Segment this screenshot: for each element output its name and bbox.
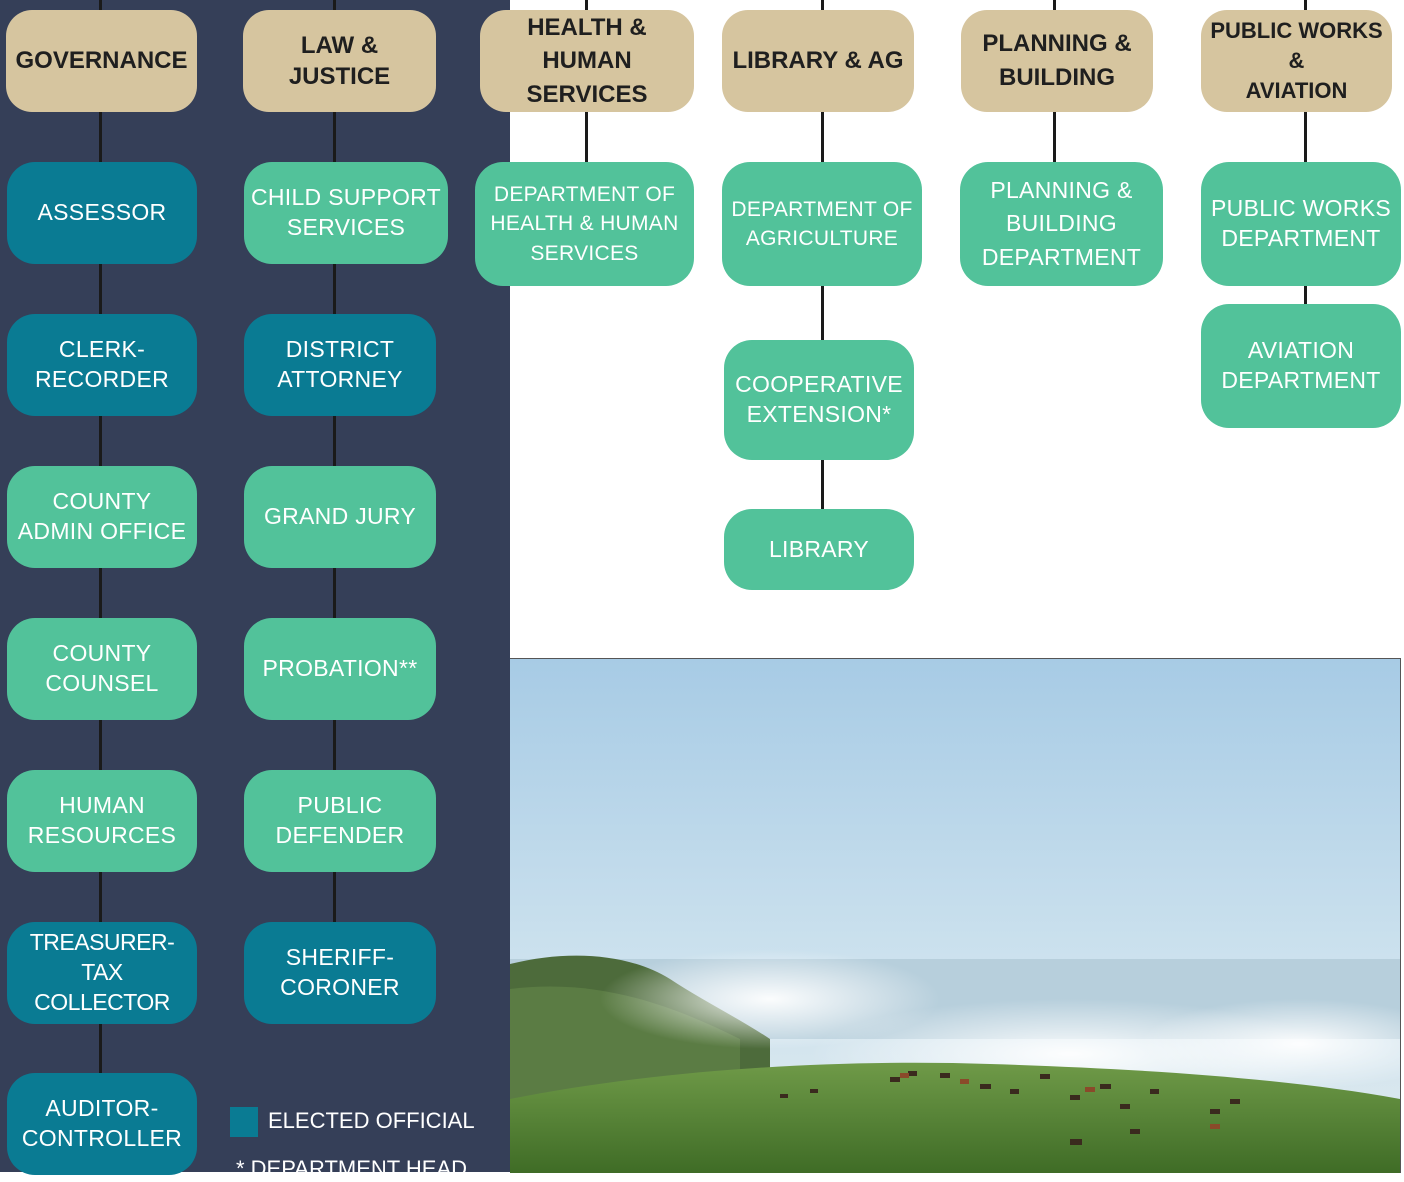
dept-library: LIBRARY bbox=[724, 509, 914, 590]
dept-label: PUBLIC WORKS DEPARTMENT bbox=[1211, 195, 1391, 251]
dept-planning-building: PLANNING & BUILDING DEPARTMENT bbox=[960, 162, 1163, 286]
header-governance-label: GOVERNANCE bbox=[15, 47, 188, 75]
dept-label: PROBATION** bbox=[262, 655, 418, 682]
dept-label: PUBLIC DEFENDER bbox=[275, 792, 405, 848]
dept-assessor: ASSESSOR bbox=[7, 162, 197, 264]
dept-county-admin-office: COUNTY ADMIN OFFICE bbox=[7, 466, 197, 568]
dept-sheriff-coroner: SHERIFF- CORONER bbox=[244, 922, 436, 1024]
legend-dept-head-label: * DEPARTMENT HEAD bbox=[236, 1156, 468, 1181]
header-governance: GOVERNANCE bbox=[6, 10, 197, 112]
dept-district-attorney: DISTRICT ATTORNEY bbox=[244, 314, 436, 416]
dept-health-human-services: DEPARTMENT OF HEALTH & HUMAN SERVICES bbox=[475, 162, 694, 286]
dept-agriculture: DEPARTMENT OF AGRICULTURE bbox=[722, 162, 922, 286]
dept-label: SHERIFF- CORONER bbox=[280, 944, 400, 1000]
landscape-photo bbox=[510, 658, 1401, 1173]
dept-cooperative-extension: COOPERATIVE EXTENSION* bbox=[724, 340, 914, 460]
landscape-photo-illustration bbox=[510, 659, 1400, 1173]
dept-label: AUDITOR- CONTROLLER bbox=[21, 1095, 183, 1151]
dept-public-defender: PUBLIC DEFENDER bbox=[244, 770, 436, 872]
dept-label: LIBRARY bbox=[768, 535, 870, 562]
dept-label: AVIATION DEPARTMENT bbox=[1221, 337, 1381, 393]
header-law-justice: LAW & JUSTICE bbox=[243, 10, 436, 112]
dept-probation: PROBATION** bbox=[244, 618, 436, 720]
dept-label: HUMAN RESOURCES bbox=[27, 792, 177, 848]
dept-label: CHILD SUPPORT SERVICES bbox=[250, 184, 442, 240]
header-planning: PLANNING & BUILDING bbox=[961, 10, 1153, 112]
dept-clerk-recorder: CLERK- RECORDER bbox=[7, 314, 197, 416]
dept-label: COUNTY COUNSEL bbox=[45, 640, 159, 696]
header-health: HEALTH & HUMAN SERVICES bbox=[480, 10, 694, 112]
header-health-label: HEALTH & HUMAN SERVICES bbox=[526, 13, 648, 108]
dept-label: GRAND JURY bbox=[263, 503, 417, 530]
header-public-works-label: PUBLIC WORKS & AVIATION bbox=[1210, 18, 1383, 103]
public-works-connector bbox=[1304, 0, 1307, 320]
dept-human-resources: HUMAN RESOURCES bbox=[7, 770, 197, 872]
header-law-justice-label: LAW & JUSTICE bbox=[288, 31, 391, 90]
dept-treasurer-tax-collector: TREASURER- TAX COLLECTOR bbox=[7, 922, 197, 1024]
dept-county-counsel: COUNTY COUNSEL bbox=[7, 618, 197, 720]
dept-label: CLERK- RECORDER bbox=[34, 336, 170, 392]
legend-elected-swatch bbox=[230, 1107, 258, 1137]
dept-label: TREASURER- TAX COLLECTOR bbox=[29, 929, 175, 1015]
dept-aviation: AVIATION DEPARTMENT bbox=[1201, 304, 1401, 428]
header-planning-label: PLANNING & BUILDING bbox=[982, 30, 1132, 91]
header-library-ag: LIBRARY & AG bbox=[722, 10, 914, 112]
dept-grand-jury: GRAND JURY bbox=[244, 466, 436, 568]
header-public-works: PUBLIC WORKS & AVIATION bbox=[1201, 10, 1392, 112]
dept-auditor-controller: AUDITOR- CONTROLLER bbox=[7, 1073, 197, 1175]
dept-label: ASSESSOR bbox=[37, 199, 167, 226]
dept-label: DEPARTMENT OF AGRICULTURE bbox=[731, 197, 913, 250]
dept-label: COOPERATIVE EXTENSION* bbox=[735, 371, 903, 427]
law-justice-connector bbox=[333, 0, 336, 930]
dept-label: DEPARTMENT OF HEALTH & HUMAN SERVICES bbox=[490, 182, 679, 265]
dept-child-support-services: CHILD SUPPORT SERVICES bbox=[244, 162, 448, 264]
dept-label: PLANNING & BUILDING DEPARTMENT bbox=[981, 176, 1142, 270]
dept-label: COUNTY ADMIN OFFICE bbox=[17, 488, 187, 544]
dept-public-works: PUBLIC WORKS DEPARTMENT bbox=[1201, 162, 1401, 286]
legend-elected-label: ELECTED OFFICIAL bbox=[268, 1108, 475, 1133]
header-library-ag-label: LIBRARY & AG bbox=[732, 47, 904, 75]
dept-label: DISTRICT ATTORNEY bbox=[277, 336, 403, 392]
